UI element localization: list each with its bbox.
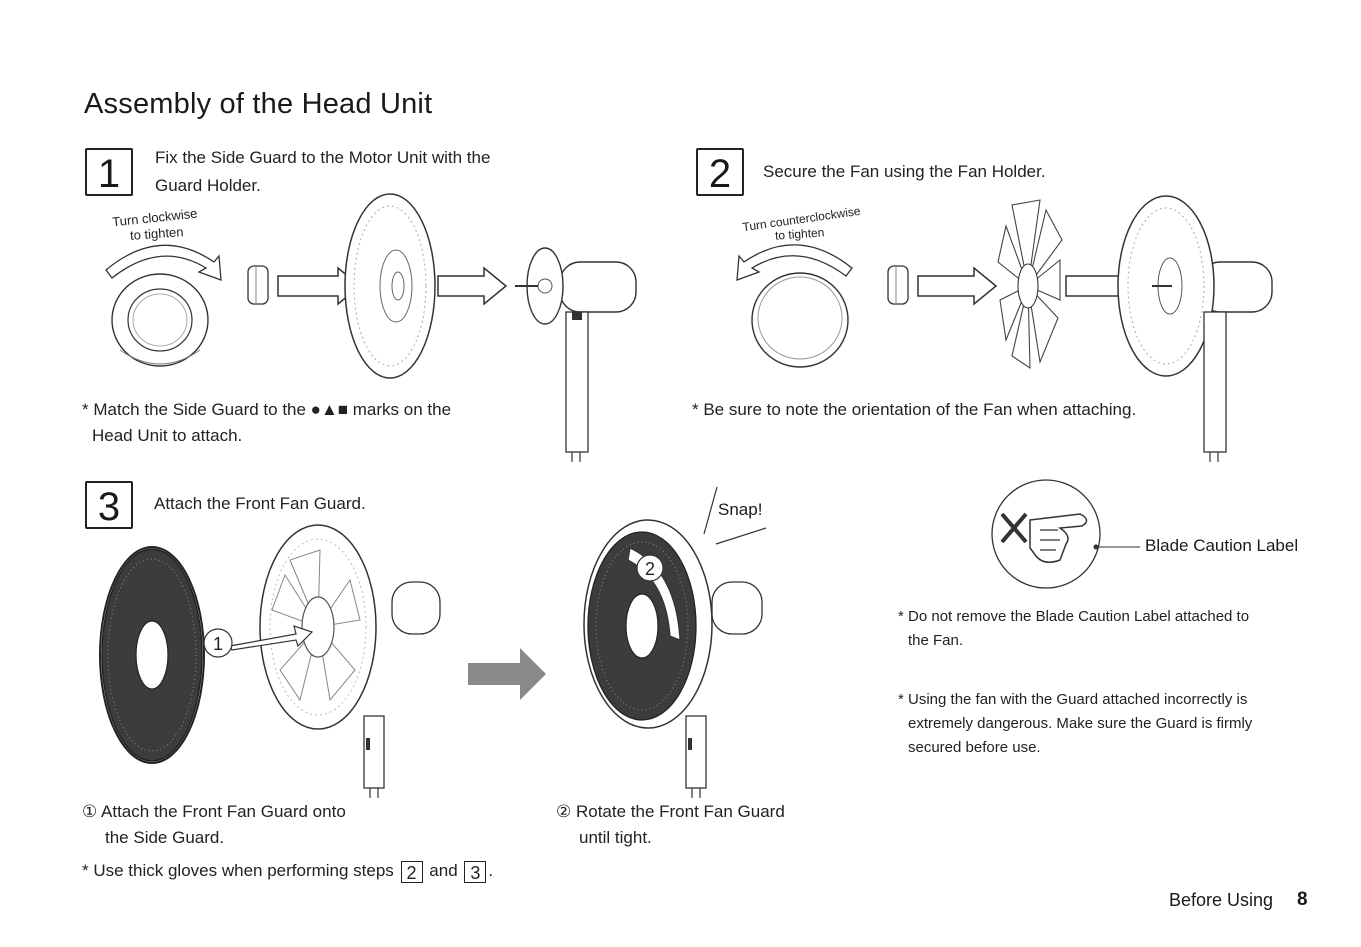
step-3-caption-2-line-1: ② Rotate the Front Fan Guard (556, 802, 785, 821)
step-1-arrow-2-icon (437, 266, 508, 306)
caution-note-2-line-1: * Using the fan with the Guard attached … (898, 691, 1248, 708)
step-3-number-box: 3 (85, 481, 133, 529)
marker-1-number: 1 (213, 634, 223, 654)
clockwise-arrow-icon (105, 244, 222, 281)
caution-note-2: * Using the fan with the Guard attached … (898, 688, 1252, 760)
caution-note-1: * Do not remove the Blade Caution Label … (898, 605, 1249, 653)
snap-label: Snap! (718, 500, 763, 519)
step-1-note-line-2: Head Unit to attach. (92, 426, 243, 445)
caution-note-1-line-1: * Do not remove the Blade Caution Label … (898, 608, 1250, 625)
fan-assembly-icon (259, 524, 441, 798)
step-1-instruction: Fix the Side Guard to the Motor Unit wit… (155, 144, 490, 200)
snap-line-1 (703, 486, 718, 535)
assembled-fan-icon (583, 519, 763, 798)
blade-caution-label-icon (991, 479, 1101, 589)
step-2-number-box: 2 (696, 148, 744, 196)
attach-arrow-icon (229, 625, 314, 651)
step-2-note: * Be sure to note the orientation of the… (692, 400, 1137, 419)
gloves-step-a-box: 2 (400, 860, 423, 883)
guard-holder-icon (111, 273, 209, 367)
gloves-note-suffix: . (488, 861, 494, 880)
step-3-caption-1-line-2: the Side Guard. (105, 828, 225, 847)
snap-line-2 (715, 527, 767, 545)
step-3-caption-2: ② Rotate the Front Fan Guard until tight… (556, 799, 785, 851)
gloves-note: * Use thick gloves when performing steps… (82, 858, 493, 884)
next-arrow-icon (468, 648, 546, 700)
step-2-instruction: Secure the Fan using the Fan Holder. (763, 162, 1046, 181)
guard-holder-cap-icon (247, 265, 269, 305)
page-title: Assembly of the Head Unit (84, 88, 433, 120)
front-fan-guard-icon (99, 546, 205, 764)
side-guard-icon (344, 193, 436, 379)
caution-note-2-line-2: extremely dangerous. Make sure the Guard… (908, 715, 1253, 732)
page-number: 8 (1297, 889, 1308, 910)
step-1-instruction-line-2: Guard Holder. (155, 176, 261, 195)
caution-note-1-line-2: the Fan. (908, 632, 964, 649)
counterclockwise-arrow-icon (736, 244, 853, 281)
step-3-caption-2-line-2: until tight. (579, 828, 652, 847)
gloves-step-b-box: 3 (464, 860, 487, 883)
fan-head-icon (1117, 195, 1273, 462)
marker-2-number: 2 (645, 559, 655, 579)
blade-caution-label-text: Blade Caution Label (1145, 536, 1299, 555)
step-1-note: * Match the Side Guard to the ●▲■ marks … (82, 397, 451, 449)
motor-unit-icon (515, 247, 637, 462)
gloves-note-and: and (429, 861, 458, 880)
step-1-instruction-line-1: Fix the Side Guard to the Motor Unit wit… (155, 148, 491, 167)
caution-note-2-line-3: secured before use. (908, 739, 1041, 756)
step-3-caption-1-line-1: ① Attach the Front Fan Guard onto (82, 802, 346, 821)
step-3-instruction: Attach the Front Fan Guard. (154, 494, 366, 513)
marker-2-circle (636, 554, 664, 582)
fan-holder-icon (751, 272, 849, 368)
gloves-note-prefix: * Use thick gloves when performing steps (82, 861, 394, 880)
marker-1-circle (203, 628, 233, 658)
step-2-arrow-icon (917, 266, 998, 306)
fan-blades-icon (997, 199, 1063, 370)
step-1-note-line-1: * Match the Side Guard to the ●▲■ marks … (82, 400, 452, 419)
step-3-caption-1: ① Attach the Front Fan Guard onto the Si… (82, 799, 346, 851)
step-1-number-box: 1 (85, 148, 133, 196)
footer-section: Before Using (1169, 890, 1274, 910)
fan-holder-cap-icon (887, 265, 909, 305)
